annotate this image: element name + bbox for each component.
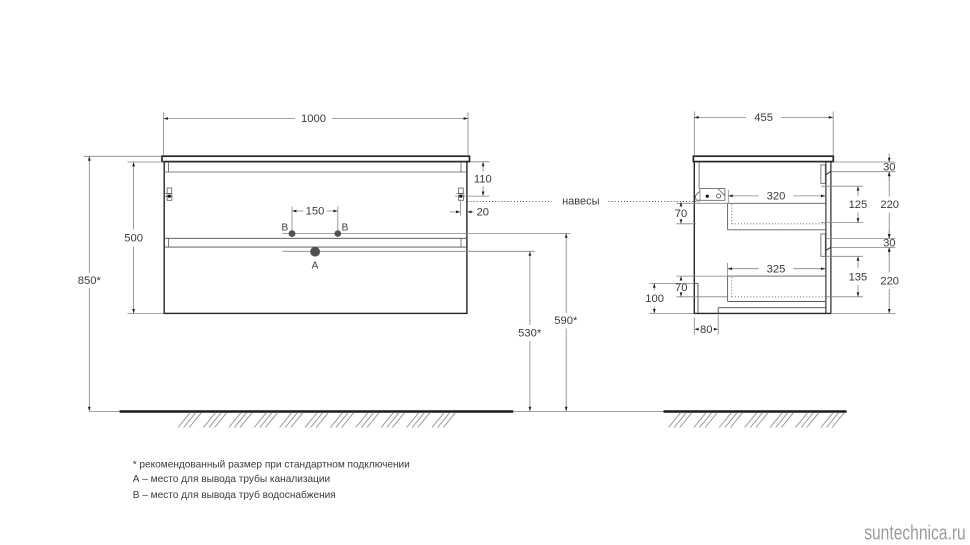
svg-text:530*: 530* [518,328,542,340]
svg-text:110: 110 [474,174,492,186]
svg-text:325: 325 [767,263,786,275]
svg-text:135: 135 [849,271,868,283]
svg-text:150: 150 [306,205,325,217]
svg-text:30: 30 [883,162,895,174]
svg-text:A: A [312,261,319,272]
svg-text:30: 30 [883,238,895,250]
svg-text:100: 100 [645,293,664,305]
svg-text:80: 80 [700,324,712,336]
svg-text:suntechnica.ru: suntechnica.ru [864,523,966,545]
svg-text:А – место для вывода трубы кан: А – место для вывода трубы канализации [133,473,331,485]
svg-text:590*: 590* [554,315,578,327]
svg-text:1000: 1000 [301,113,326,125]
svg-text:220: 220 [880,199,899,211]
svg-text:220: 220 [880,275,899,287]
svg-text:В – место для вывода труб водо: В – место для вывода труб водоснабжения [133,489,336,501]
svg-text:320: 320 [767,191,786,203]
svg-text:* рекомендованный размер при с: * рекомендованный размер при стандартном… [133,459,410,470]
svg-text:70: 70 [675,282,687,294]
svg-text:70: 70 [675,208,687,220]
svg-text:B: B [342,223,349,234]
svg-text:20: 20 [476,207,488,219]
svg-text:455: 455 [754,112,773,124]
svg-text:850*: 850* [78,275,102,287]
svg-text:125: 125 [849,199,868,211]
svg-text:B: B [281,223,288,234]
svg-text:500: 500 [124,233,143,245]
svg-text:навесы: навесы [562,196,600,208]
